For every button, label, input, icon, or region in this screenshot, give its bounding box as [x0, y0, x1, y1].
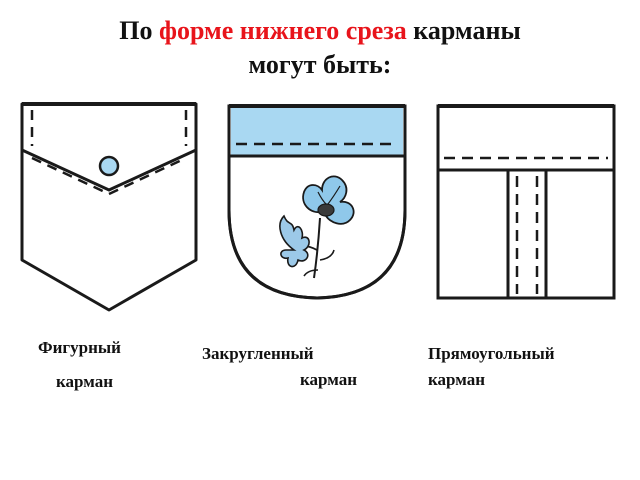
caption-rectangular-line-2: карман — [428, 370, 485, 389]
flap-edge — [21, 148, 197, 192]
rectangular-pocket-drawing — [436, 104, 616, 300]
rounded-pocket-band — [231, 108, 403, 156]
rectangular-pocket-outline — [436, 104, 616, 300]
rounded-pocket-bottom-edge — [227, 209, 407, 300]
title-highlight: форме нижнего среза — [158, 16, 407, 45]
button-icon — [98, 155, 120, 177]
caption-rounded-line-2: карман — [300, 370, 357, 389]
leaf-icon — [279, 214, 310, 268]
poppy-center — [317, 203, 335, 217]
page-title: По форме нижнего среза карманы могут быт… — [0, 14, 640, 82]
caption-rounded-line-1: Закругленный — [202, 344, 314, 363]
flower-icon — [279, 175, 355, 279]
title-line-2: могут быть: — [248, 50, 392, 79]
figured-pocket-outline — [20, 102, 198, 312]
title-line-1: По форме нижнего среза карманы — [119, 16, 521, 45]
caption-rectangular-line-1: Прямоугольный — [428, 344, 555, 363]
flap-stitch-v — [31, 156, 187, 196]
figured-pocket-drawing — [20, 102, 198, 312]
caption-figured-line-2: карман — [56, 372, 113, 391]
caption-figured-line-1: Фигурный — [38, 338, 121, 357]
poppy-petals — [302, 175, 355, 225]
rounded-pocket-drawing — [227, 104, 407, 300]
